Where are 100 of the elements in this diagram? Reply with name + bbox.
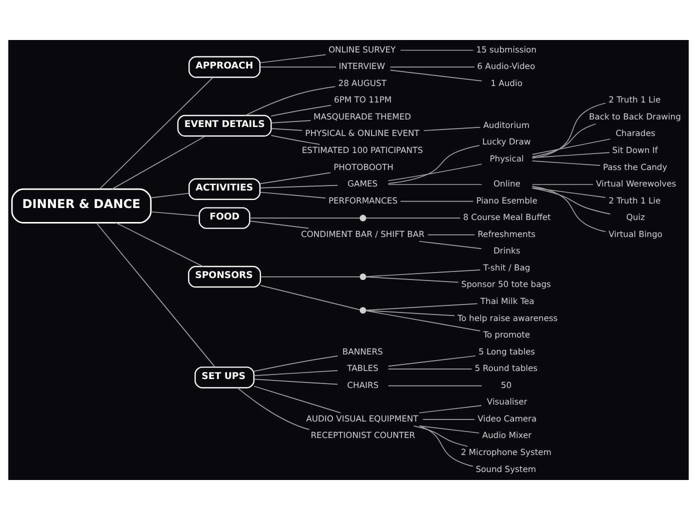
- node-text: Physical: [490, 153, 524, 164]
- connector: [260, 276, 360, 278]
- connector: [99, 77, 214, 190]
- node-text: BANNERS: [342, 346, 383, 356]
- connector: [365, 303, 478, 311]
- connector: [244, 86, 336, 116]
- connector: [388, 184, 482, 185]
- connector: [390, 66, 475, 68]
- node-text: PHOTOBOOTH: [334, 162, 394, 172]
- node-text: 2 Truth 1 Lie: [608, 195, 661, 206]
- connector: [423, 126, 481, 132]
- connector: [532, 188, 611, 214]
- node-text: Drinks: [493, 246, 520, 256]
- node-box: DINNER & DANCE: [11, 188, 152, 224]
- connector: [419, 426, 474, 467]
- node-text: MASQUERADE THEMED: [314, 111, 412, 122]
- node-text: CHAIRS: [347, 380, 379, 390]
- connector: [270, 120, 312, 124]
- connector: [532, 187, 606, 198]
- connector: [388, 144, 480, 184]
- connector: [388, 355, 476, 367]
- node-box: APPROACH: [188, 56, 261, 78]
- connector: [390, 70, 482, 82]
- connector: [532, 152, 610, 158]
- node-text: Thai Milk Tea: [480, 296, 534, 306]
- node-text: Virtual Bingo: [608, 228, 662, 239]
- node-text: 6 Audio-Video: [477, 61, 536, 72]
- connector: [400, 200, 474, 202]
- connector: [260, 285, 360, 310]
- node-text: Auditorium: [483, 120, 530, 130]
- connector: [115, 222, 204, 267]
- connector: [254, 378, 338, 385]
- node-text: GAMES: [348, 178, 378, 189]
- node-text: Virtual Werewolves: [596, 178, 676, 189]
- connector: [260, 172, 331, 184]
- node-text: 5 Long tables: [478, 346, 536, 356]
- connector: [532, 186, 606, 232]
- node-circle: [360, 307, 366, 314]
- connector: [249, 220, 310, 229]
- node-text: AUDIO VISUAL EQUIPMENT: [306, 413, 418, 424]
- connector: [365, 270, 481, 278]
- node-text: 15 submission: [476, 44, 536, 54]
- connector: [413, 426, 468, 447]
- node-text: 2 Truth 1 Lie: [608, 94, 661, 105]
- node-text: Sound System: [476, 464, 536, 474]
- node-text: 28 AUGUST: [338, 78, 386, 88]
- node-text: Visualiser: [486, 396, 528, 407]
- node-text: PERFORMANCES: [328, 195, 398, 206]
- node-text: Refreshments: [478, 228, 536, 239]
- connector: [418, 426, 480, 434]
- connector: [532, 160, 600, 166]
- node-box: SPONSORS: [188, 266, 261, 288]
- node-box: SET UPS: [194, 366, 254, 388]
- connector: [254, 386, 341, 414]
- connector: [260, 184, 338, 188]
- connector: [427, 234, 476, 236]
- connector: [254, 370, 338, 376]
- node-text: Piano Esemble: [476, 195, 538, 206]
- connector: [96, 222, 216, 368]
- node-text: T-shit / Bag: [483, 262, 530, 272]
- node-text: Back to Back Drawing: [589, 111, 681, 122]
- connector: [422, 418, 475, 420]
- node-text: Online: [493, 178, 520, 189]
- node-text: Charades: [616, 128, 656, 138]
- node-text: 2 Microphone System: [460, 447, 552, 458]
- node-text: 1 Audio: [490, 78, 522, 88]
- connector: [270, 104, 332, 116]
- connector: [365, 310, 481, 332]
- connector: [260, 192, 326, 198]
- node-text: CONDIMENT BAR / SHIFT BAR: [300, 228, 424, 239]
- node-text: RECEPTIONIST COUNTER: [310, 430, 416, 440]
- connector: [418, 405, 482, 414]
- connector: [260, 54, 326, 64]
- node-circle: [360, 214, 366, 222]
- connector: [532, 124, 596, 158]
- connector: [388, 164, 482, 182]
- connector: [236, 387, 310, 430]
- node-text: Pass the Candy: [602, 162, 668, 172]
- node-text: Sit Down If: [612, 144, 658, 155]
- node-text: INTERVIEW: [338, 61, 385, 72]
- node-text: Lucky Draw: [482, 136, 531, 147]
- connector: [532, 102, 606, 159]
- node-text: 5 Round tables: [474, 363, 538, 374]
- connector: [388, 368, 472, 370]
- node-text: 6PM TO 11PM: [334, 94, 392, 105]
- node-text: Sponsor 50 tote bags: [461, 279, 551, 290]
- connector: [270, 128, 303, 131]
- node-text: TABLES: [347, 363, 378, 374]
- node-text: Video Camera: [478, 413, 537, 424]
- node-text: Audio Mixer: [482, 430, 532, 440]
- node-box: FOOD: [198, 207, 250, 229]
- connector: [532, 184, 594, 185]
- connector: [388, 385, 482, 386]
- node-circle: [360, 274, 366, 280]
- connector: [150, 192, 190, 198]
- node-text: To promote: [483, 330, 530, 340]
- connector: [254, 356, 338, 372]
- node-text: Quiz: [626, 212, 645, 222]
- connector: [150, 211, 200, 216]
- node-text: ESTIMATED 100 PATICIPANTS: [302, 144, 423, 155]
